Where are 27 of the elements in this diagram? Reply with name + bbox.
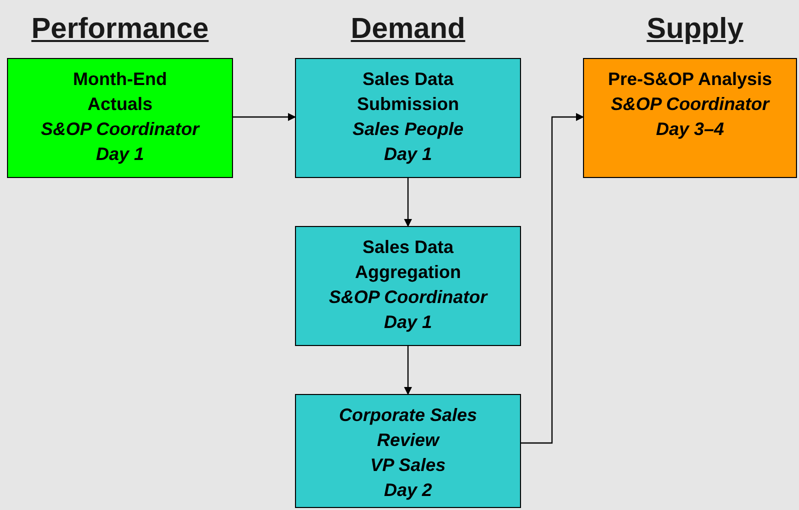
arrow xyxy=(404,178,412,227)
role-text: S&OP Coordinator xyxy=(610,93,770,116)
step-title: Corporate Sales Review xyxy=(338,404,478,452)
role-text: S&OP Coordinator xyxy=(40,118,200,141)
process-box xyxy=(295,58,521,178)
process-box xyxy=(7,58,233,178)
day-text: Day 2 xyxy=(384,479,432,502)
role-text: Sales People xyxy=(352,118,464,141)
day-text: Day 1 xyxy=(384,143,432,166)
role-text: VP Sales xyxy=(370,454,446,477)
process-box xyxy=(295,226,521,346)
process-box xyxy=(295,394,521,508)
day-text: Day 1 xyxy=(96,143,144,166)
step-title: Pre-S&OP Analysis xyxy=(608,68,772,91)
arrow xyxy=(233,113,296,121)
step-title: Month-End Actuals xyxy=(72,68,168,116)
column-heading: Performance xyxy=(31,12,209,47)
process-box xyxy=(583,58,797,178)
role-text: S&OP Coordinator xyxy=(328,286,488,309)
arrow xyxy=(404,346,412,395)
step-title: Sales Data Aggregation xyxy=(354,236,462,284)
step-title: Sales Data Submission xyxy=(356,68,460,116)
day-text: Day 1 xyxy=(384,311,432,334)
arrow xyxy=(521,113,584,444)
column-heading: Supply xyxy=(646,12,744,47)
day-text: Day 3–4 xyxy=(656,118,724,141)
column-heading: Demand xyxy=(350,12,466,47)
